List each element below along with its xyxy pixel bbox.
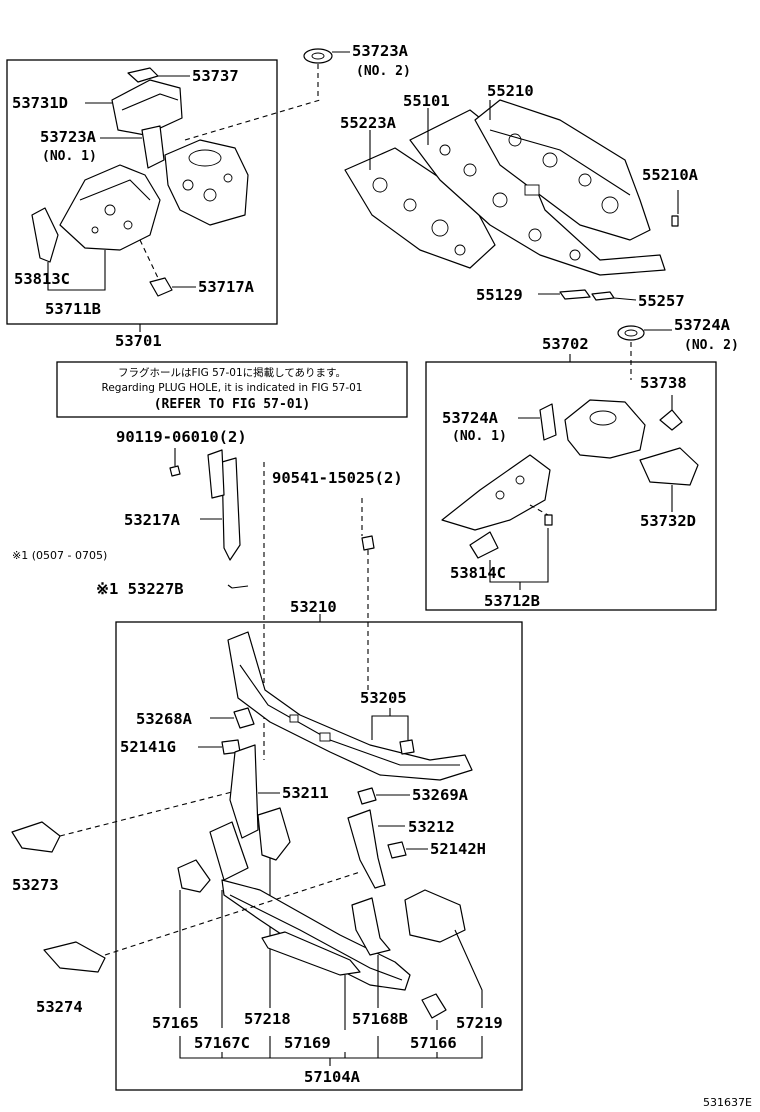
label-53738: 53738 <box>640 374 687 392</box>
part-53217a <box>221 457 241 561</box>
label-57104a: 57104A <box>304 1068 361 1086</box>
part-57104a-lower-support <box>221 879 411 991</box>
part-53217a-bracket <box>207 449 225 499</box>
part-53712b <box>441 454 551 531</box>
part-53723a-no1 <box>141 125 165 169</box>
label-53723a-no1: 53723A <box>40 128 97 146</box>
label-55210a: 55210A <box>642 166 699 184</box>
label-55129: 55129 <box>476 286 523 304</box>
part-57168b <box>351 897 391 956</box>
part-53211 <box>229 744 259 839</box>
part-90119-bolt <box>169 465 181 477</box>
label-90541-15025: 90541-15025(2) <box>272 469 403 487</box>
label-55210: 55210 <box>487 82 534 100</box>
label-53268a: 53268A <box>136 710 193 728</box>
label-53717a: 53717A <box>198 278 255 296</box>
part-53724a-no1 <box>539 403 557 441</box>
label-90119-06010: 90119-06010(2) <box>116 428 247 446</box>
label-53731d: 53731D <box>12 94 68 112</box>
label-53211: 53211 <box>282 784 329 802</box>
part-53732d <box>639 447 699 486</box>
label-53814c: 53814C <box>450 564 506 582</box>
label-53701: 53701 <box>115 332 162 350</box>
label-57169: 57169 <box>284 1034 331 1052</box>
part-57169 <box>261 931 361 976</box>
part-53268a <box>233 707 255 729</box>
label-57219: 57219 <box>456 1014 503 1032</box>
part-57167c-bracket <box>209 821 249 881</box>
label-52142h: 52142H <box>430 840 486 858</box>
label-55223a: 55223A <box>340 114 397 132</box>
label-53723a-no2-qualifier: (NO. 2) <box>356 64 411 79</box>
part-53273 <box>11 821 61 853</box>
part-strut-tower-left <box>164 139 249 226</box>
label-53724a-no2: 53724A <box>674 316 731 334</box>
label-57168b: 57168B <box>352 1010 408 1028</box>
part-57218 <box>257 807 291 861</box>
part-53212 <box>347 809 386 889</box>
label-53813c: 53813C <box>14 270 70 288</box>
part-90541-bolt <box>361 535 375 551</box>
label-star-range: ※1 (0507 - 0705) <box>12 549 107 562</box>
label-53210: 53210 <box>290 598 337 616</box>
part-53731d <box>111 79 183 136</box>
note-en: Regarding PLUG HOLE, it is indicated in … <box>102 382 363 394</box>
group-box-53702 <box>425 361 717 611</box>
part-53814c <box>469 531 499 559</box>
part-57165 <box>177 859 211 893</box>
label-53732d: 53732D <box>640 512 696 530</box>
label-53273: 53273 <box>12 876 59 894</box>
label-53274: 53274 <box>36 998 83 1016</box>
note-box <box>56 361 408 418</box>
part-53737 <box>127 67 159 83</box>
part-53813c <box>31 207 59 263</box>
part-55210a <box>671 215 679 227</box>
part-53269a <box>357 787 377 805</box>
part-53738 <box>659 409 683 431</box>
group-box-53701 <box>6 59 278 325</box>
label-53724a-no1-qualifier: (NO. 1) <box>452 429 507 444</box>
part-53717a <box>149 277 173 297</box>
part-55257 <box>591 291 615 301</box>
part-strut-tower-right <box>564 399 646 459</box>
note-refer: (REFER TO FIG 57-01) <box>154 397 311 412</box>
part-57166 <box>421 993 447 1019</box>
part-57219 <box>404 889 466 943</box>
part-55129 <box>559 289 591 300</box>
label-57165: 57165 <box>152 1014 199 1032</box>
label-57218: 57218 <box>244 1010 291 1028</box>
label-53737: 53737 <box>192 67 239 85</box>
part-53210-upper-support <box>227 631 473 781</box>
part-clip-right <box>544 514 553 526</box>
label-53723a-no2: 53723A <box>352 42 409 60</box>
part-52142h <box>387 841 407 859</box>
label-55101: 55101 <box>403 92 450 110</box>
note-jp: フラグホールはFIG 57-01に掲載してあります。 <box>118 366 346 379</box>
label-53711b: 53711B <box>45 300 101 318</box>
label-53724a-no1: 53724A <box>442 409 499 427</box>
group-box-53210 <box>115 621 523 1091</box>
label-53205: 53205 <box>360 689 407 707</box>
label-53712b: 53712B <box>484 592 540 610</box>
part-53205 <box>399 739 415 755</box>
label-57166: 57166 <box>410 1034 457 1052</box>
label-53227b: ※1 53227B <box>96 580 184 598</box>
label-53217a: 53217A <box>124 511 181 529</box>
label-57167c: 57167C <box>194 1034 250 1052</box>
label-53724a-no2-qualifier: (NO. 2) <box>684 338 739 353</box>
label-53212: 53212 <box>408 818 455 836</box>
label-53269a: 53269A <box>412 786 469 804</box>
label-52141g: 52141G <box>120 738 176 756</box>
label-53723a-no1-qualifier: (NO. 1) <box>42 149 97 164</box>
label-55257: 55257 <box>638 292 685 310</box>
label-53702: 53702 <box>542 335 589 353</box>
figure-code: 531637E <box>703 1096 752 1109</box>
part-53274 <box>43 941 106 973</box>
